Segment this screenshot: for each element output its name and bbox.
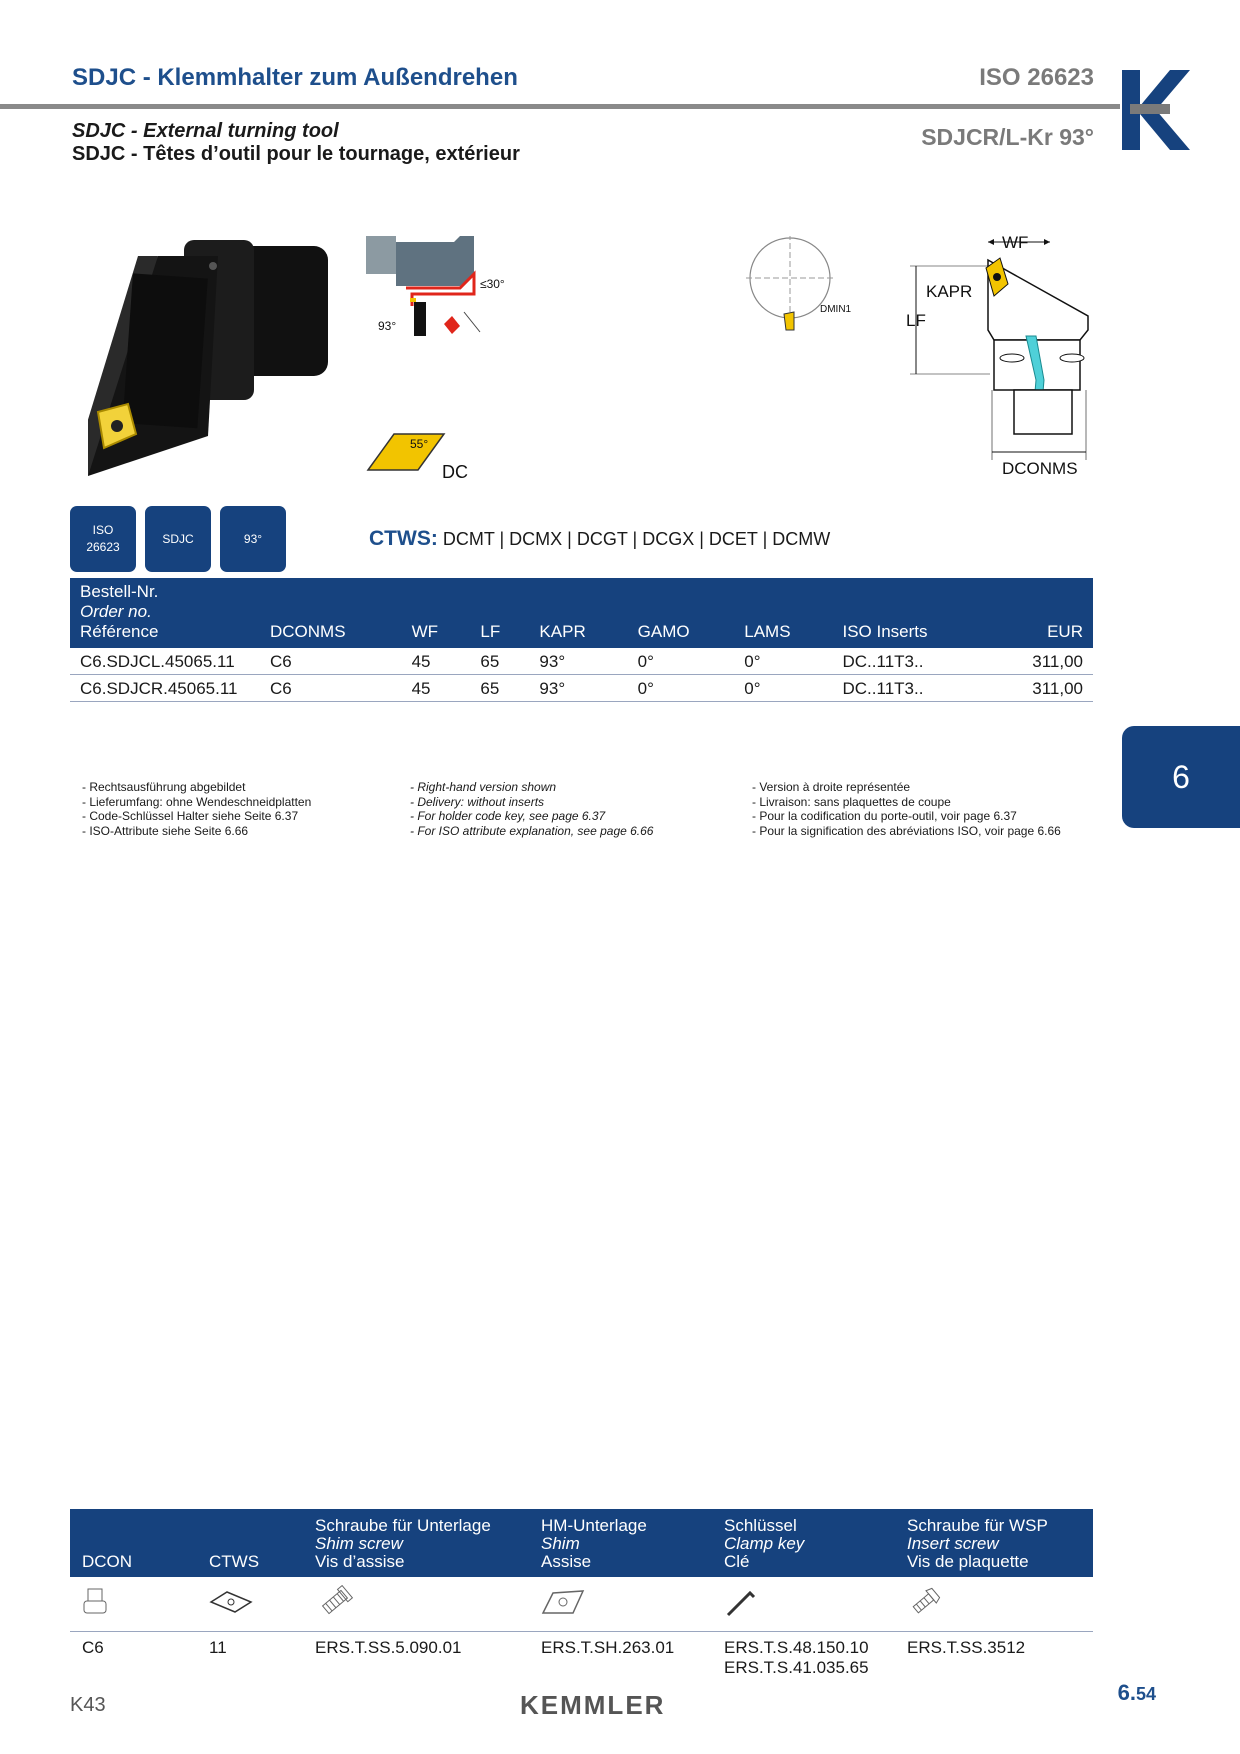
- tool-photo: [88, 240, 328, 476]
- col-lams: LAMS: [734, 578, 833, 648]
- dmin-diagram: DMIN1: [746, 236, 852, 331]
- insert-angle-label: 55°: [410, 437, 428, 451]
- kapr-label: KAPR: [926, 282, 972, 301]
- kemmler-logo: [1122, 70, 1190, 150]
- subtitle-fr: SDJC - Têtes d’outil pour le tournage, e…: [72, 143, 520, 165]
- icon-row: [70, 1577, 1093, 1632]
- acc-col-dcon: DCON: [70, 1509, 197, 1577]
- col-eur: EUR: [988, 578, 1093, 648]
- col-wf: WF: [401, 578, 471, 648]
- notes-fr: - Version à droite représentée - Livrais…: [752, 780, 1061, 838]
- product-table: Bestell-Nr. Order no. Référence DCONMS W…: [70, 578, 1093, 702]
- angle-30-label: ≤30°: [480, 277, 505, 291]
- notes-en: - Right-hand version shown - Delivery: w…: [410, 780, 654, 838]
- acc-col-shim-screw: Schraube für Unterlage Shim screw Vis d’…: [303, 1509, 529, 1577]
- acc-col-ctws: CTWS: [197, 1509, 303, 1577]
- table-row: C6 11 ERS.T.SS.5.090.01 ERS.T.SH.263.01 …: [82, 1638, 1026, 1677]
- wf-label: WF: [1002, 233, 1028, 252]
- col-gamo: GAMO: [627, 578, 735, 648]
- shim-icon: [541, 1589, 585, 1614]
- cutting-schematic: ≤30° 93°: [366, 236, 505, 336]
- acc-col-insert-screw: Schraube für WSP Insert screw Vis de pla…: [895, 1509, 1093, 1577]
- table-row: C6.SDJCL.45065.11 C6 45 65 93° 0° 0° DC.…: [70, 648, 1093, 675]
- page-number: 6.54: [1117, 1680, 1156, 1705]
- badge-sdjc: SDJC: [145, 506, 211, 572]
- chapter-tab[interactable]: 6: [1122, 726, 1240, 828]
- dc-label: DC: [442, 462, 468, 480]
- acc-col-shim: HM-Unterlage Shim Assise: [529, 1509, 712, 1577]
- footer-brand: KEMMLER: [520, 1690, 666, 1720]
- dimension-drawing: WF KAPR LF DCONMS: [906, 233, 1089, 478]
- rhombic-insert-icon: [209, 1590, 253, 1613]
- insert-symbol: 55° DC: [366, 433, 468, 480]
- type-code: SDJCR/L-Kr 93°: [921, 124, 1094, 150]
- header-divider: [0, 104, 1120, 109]
- col-lf: LF: [470, 578, 530, 648]
- hex-key-icon: [726, 1590, 756, 1616]
- footer-code: K43: [70, 1694, 106, 1716]
- insert-screw-icon: [912, 1587, 941, 1613]
- dmin1-label: DMIN1: [820, 304, 852, 315]
- badge-iso: ISO 26623: [70, 506, 136, 572]
- page-title: SDJC - Klemmhalter zum Außendrehen: [72, 64, 518, 91]
- badge-angle: 93°: [220, 506, 286, 572]
- order-header: Bestell-Nr. Order no. Référence: [70, 578, 260, 648]
- subtitle-en: SDJC - External turning tool: [72, 120, 339, 142]
- col-iso-inserts: ISO Inserts: [832, 578, 989, 648]
- col-kapr: KAPR: [529, 578, 628, 648]
- ctws-label: CTWS:: [369, 527, 438, 550]
- table-row: C6.SDJCR.45065.11 C6 45 65 93° 0° 0° DC.…: [70, 674, 1093, 702]
- iso-standard: ISO 26623: [979, 64, 1094, 91]
- notes-de: - Rechtsausführung abgebildet - Lieferum…: [82, 780, 312, 838]
- acc-col-key: Schlüssel Clamp key Clé: [712, 1509, 895, 1577]
- ctws-values: DCMT | DCMX | DCGT | DCGX | DCET | DCMW: [442, 529, 831, 549]
- accessories-table: DCON CTWS Schraube für Unterlage Shim sc…: [70, 1509, 1093, 1684]
- col-dconms: DCONMS: [260, 578, 402, 648]
- coupling-icon: [83, 1588, 107, 1613]
- lf-label: LF: [906, 311, 926, 330]
- dconms-label: DCONMS: [1002, 459, 1078, 478]
- shim-screw-icon: [321, 1584, 354, 1614]
- ctws-line: CTWS: DCMT | DCMX | DCGT | DCGX | DCET |…: [369, 527, 830, 551]
- angle-93-label: 93°: [378, 319, 396, 333]
